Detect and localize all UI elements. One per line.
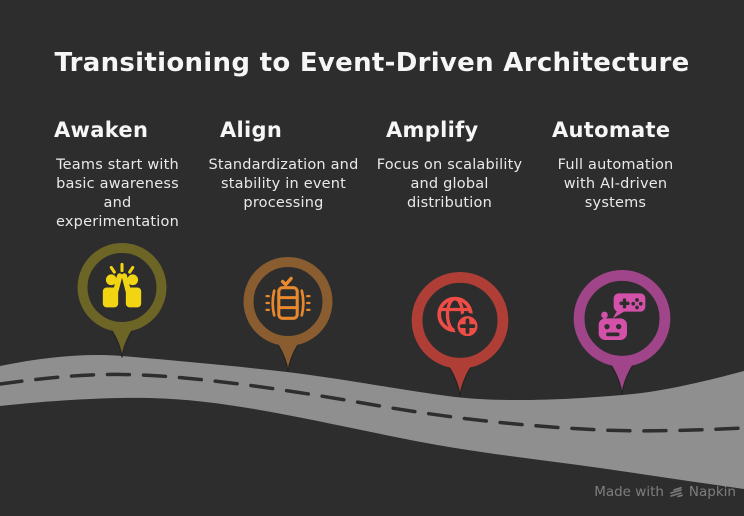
- napkin-watermark[interactable]: Made with Napkin: [594, 484, 736, 500]
- stage-heading: Amplify: [386, 118, 479, 142]
- road-center-line: [0, 372, 744, 433]
- map-pin-align: [242, 257, 334, 372]
- stage-description: Full automation with AI-driven systems: [557, 157, 674, 212]
- road-surface: [0, 355, 744, 489]
- stage-column-automate: Automate Full automation with AI-driven …: [528, 118, 703, 213]
- stage-heading: Align: [220, 118, 283, 142]
- stage-description: Teams start with basic awareness and exp…: [56, 157, 179, 231]
- map-pin-automate: [572, 270, 672, 395]
- standards-stack-icon: [265, 276, 311, 320]
- map-pin-amplify: [410, 272, 510, 397]
- stage-heading: Automate: [552, 118, 671, 142]
- high-five-icon: [102, 262, 142, 308]
- globe-plus-icon: [437, 296, 481, 340]
- stage-heading: Awaken: [54, 118, 149, 142]
- stage-column-align: Align Standardization and stability in e…: [196, 118, 371, 213]
- stage-column-amplify: Amplify Focus on scalability and global …: [362, 118, 537, 213]
- stage-description: Focus on scalability and global distribu…: [376, 157, 523, 212]
- stage-description: Standardization and stability in event p…: [208, 157, 359, 212]
- napkin-logo-icon: [670, 486, 683, 497]
- stage-column-awaken: Awaken Teams start with basic awareness …: [30, 118, 205, 233]
- map-pin-awaken: [76, 243, 168, 358]
- watermark-brand: Napkin: [688, 484, 736, 500]
- robot-gamepad-icon: [598, 293, 646, 340]
- watermark-prefix: Made with: [594, 484, 664, 500]
- page-title: Transitioning to Event-Driven Architectu…: [54, 48, 690, 78]
